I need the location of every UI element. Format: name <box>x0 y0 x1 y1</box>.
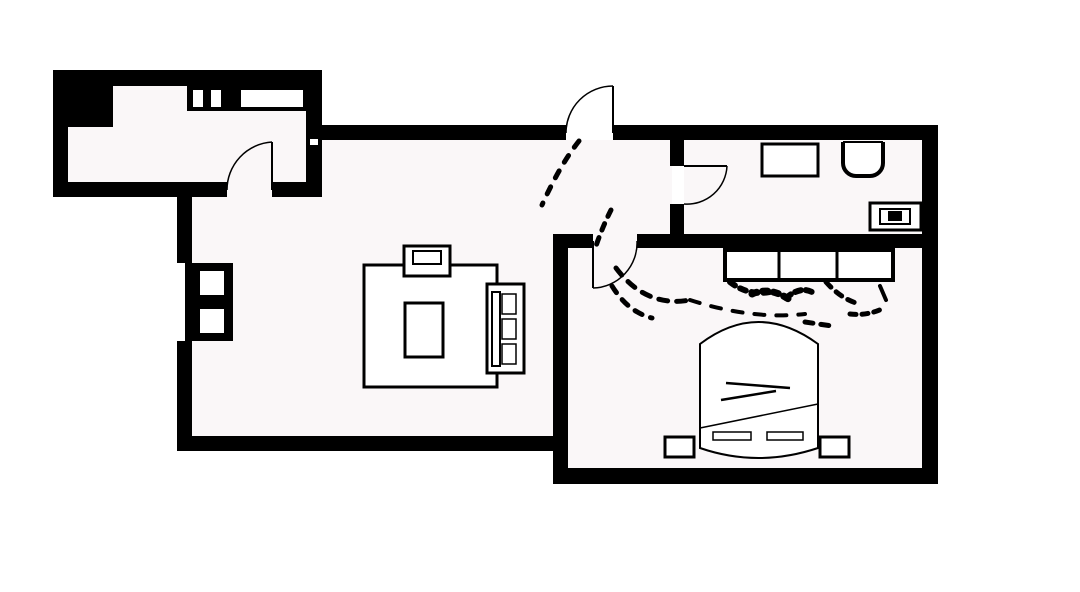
door-swing-icon <box>683 165 728 205</box>
toilet-icon <box>841 141 885 178</box>
door-swing-icon <box>565 85 614 134</box>
sofa-icon <box>485 282 526 375</box>
armchair-icon <box>402 244 452 278</box>
nightstand-icon <box>663 435 696 459</box>
utility-wall-left <box>53 70 68 197</box>
dashed-path-markings <box>539 138 888 329</box>
living-room-furniture <box>362 244 526 389</box>
bedroom-wall-left <box>553 234 568 484</box>
window-layer <box>185 136 322 341</box>
living-wall-left-upper <box>177 197 192 263</box>
bathroom-wall-right <box>922 125 938 484</box>
wardrobe-icon <box>723 248 895 282</box>
bedroom-wall-bottom <box>553 468 938 484</box>
living-wall-top-right <box>613 125 938 140</box>
utility-corner-block <box>68 86 113 127</box>
utility-wall-right-upper <box>306 70 322 136</box>
door-swing-icon <box>592 240 638 289</box>
window-icon <box>306 136 322 148</box>
utility-wall-top <box>53 70 322 86</box>
bedroom-furniture <box>663 248 895 459</box>
kitchen-counter-icon <box>187 86 306 111</box>
utility-wall-bottom-left <box>53 182 227 197</box>
door-layer <box>226 85 728 289</box>
living-wall-bottom <box>177 436 568 451</box>
coffee-table-icon <box>403 301 445 359</box>
bathroom-wall-left-top <box>670 140 684 166</box>
bed-icon <box>699 321 819 459</box>
wall-layer <box>53 70 938 484</box>
window-icon <box>185 263 233 341</box>
sink-icon <box>760 142 820 178</box>
living-wall-top-left <box>306 125 566 140</box>
utility-wall-right-lower <box>306 148 322 197</box>
bedroom-wall-top-right <box>637 234 938 248</box>
bathtub-icon <box>868 201 923 232</box>
door-swing-icon <box>226 141 273 191</box>
living-wall-left-lower <box>177 341 192 451</box>
nightstand-icon <box>818 435 851 459</box>
bathroom-fixtures <box>760 141 923 232</box>
